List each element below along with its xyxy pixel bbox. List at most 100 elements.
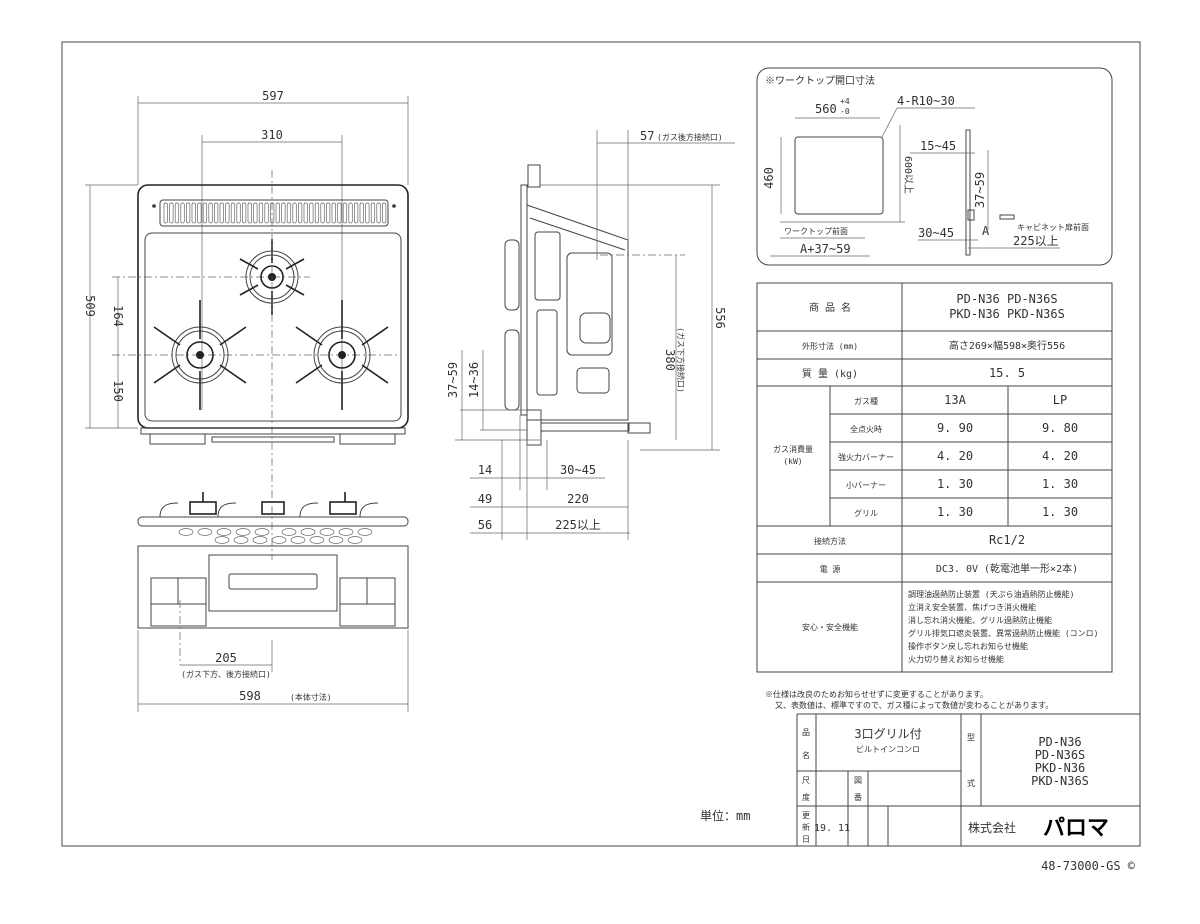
- dim-56: 56: [478, 518, 492, 532]
- dim-220: 220: [567, 492, 589, 506]
- cabinet-front: キャビネット扉前面: [1017, 222, 1089, 232]
- burner-front-right: [295, 300, 389, 410]
- exhaust-vent: [159, 199, 389, 227]
- table-row: グリル 1. 30 1. 30: [854, 505, 1078, 519]
- svg-text:9. 80: 9. 80: [1042, 421, 1078, 435]
- table-row: 強火力バーナー 4. 20 4. 20: [838, 449, 1078, 463]
- svg-text:図: 図: [854, 776, 862, 785]
- cutout-depth: 460: [762, 167, 776, 189]
- svg-text:型: 型: [967, 733, 975, 742]
- svg-text:火力切り替えお知らせ機能: 火力切り替えお知らせ機能: [908, 654, 1004, 664]
- cutout-dimensions: ※ワークトップ開口寸法 560 +4 -0 4-R10~30 460 600以上…: [756, 67, 1113, 266]
- worktop-section: [527, 164, 541, 188]
- safety-label: 安心・安全機能: [802, 622, 858, 632]
- cutout-225: 225以上: [1013, 234, 1059, 248]
- dim-14-36: 14~36: [467, 362, 481, 398]
- svg-text:式: 式: [967, 778, 975, 788]
- top-view: 597 310 509 164 150: [83, 89, 409, 560]
- svg-text:PKD-N36S: PKD-N36S: [1031, 774, 1089, 788]
- svg-text:1. 30: 1. 30: [937, 505, 973, 519]
- dim-164: 164: [111, 305, 125, 327]
- svg-text:PD-N36: PD-N36: [1038, 735, 1081, 749]
- cutout-600: 600以上: [902, 156, 914, 194]
- gas-type-label: ガス種: [854, 396, 878, 406]
- svg-text:品: 品: [802, 728, 810, 737]
- svg-text:更: 更: [802, 811, 810, 820]
- dim-310: 310: [261, 128, 283, 142]
- dim-49: 49: [478, 492, 492, 506]
- grill-door: [208, 554, 338, 612]
- model-list: PD-N36 PD-N36S PKD-N36 PKD-N36S: [1031, 735, 1089, 788]
- dim-597: 597: [262, 89, 284, 103]
- svg-text:グリル: グリル: [854, 508, 878, 518]
- power-label: 電 源: [820, 565, 841, 574]
- burner-front-left: [153, 300, 247, 410]
- svg-text:小バーナー: 小バーナー: [846, 481, 886, 490]
- svg-text:グリル排気口遮炎装置、異常過熱防止機能 (コンロ): グリル排気口遮炎装置、異常過熱防止機能 (コンロ): [908, 628, 1098, 638]
- svg-text:4. 20: 4. 20: [1042, 449, 1078, 463]
- svg-text:新: 新: [802, 822, 810, 832]
- svg-text:1. 30: 1. 30: [1042, 505, 1078, 519]
- body-width-note: (本体寸法): [290, 692, 332, 702]
- unit-label: 単位：mm: [700, 808, 750, 823]
- svg-text:1. 30: 1. 30: [937, 477, 973, 491]
- document-code: 48-73000-GS ©: [1041, 859, 1136, 873]
- width-tol-plus: +4: [840, 97, 850, 106]
- vent-slots: [163, 202, 387, 224]
- dim-598: 598: [239, 689, 261, 703]
- svg-text:4. 20: 4. 20: [937, 449, 973, 463]
- dim-37-59: 37~59: [446, 362, 460, 398]
- mass-label: 質 量 (kg): [802, 367, 858, 380]
- dim-14: 14: [478, 463, 492, 477]
- cutout-15-45: 15~45: [920, 139, 956, 153]
- dim-57: 57: [640, 129, 654, 143]
- svg-text:日: 日: [802, 835, 810, 844]
- note-1: ※仕様は改良のためお知らせせずに変更することがあります。: [765, 689, 988, 699]
- cutout-opening: [794, 136, 884, 215]
- paloma-logo: パロマ: [1043, 816, 1109, 841]
- table-row: 小バーナー 1. 30 1. 30: [846, 477, 1078, 491]
- svg-text:PKD-N36: PKD-N36: [1035, 761, 1086, 775]
- gas-type-lp: LP: [1053, 393, 1067, 407]
- svg-text:度: 度: [802, 792, 810, 802]
- bottom-inlet-note: (ガス下方接続口): [676, 327, 686, 393]
- product-name-2: PKD-N36 PKD-N36S: [949, 307, 1065, 321]
- dimensions-value: 高さ269×幅598×奥行556: [949, 339, 1065, 352]
- svg-text:名: 名: [802, 750, 810, 760]
- worktop-front: ワークトップ前面: [784, 226, 848, 236]
- width-tol-minus: -0: [840, 107, 850, 116]
- svg-text:9. 90: 9. 90: [937, 421, 973, 435]
- svg-text:立消え安全装置、焦げつき消火機能: 立消え安全装置、焦げつき消火機能: [908, 602, 1036, 612]
- gas-consumption-unit: (kW): [783, 457, 802, 466]
- connection-label: 接続方法: [814, 536, 846, 546]
- svg-text:調理油過熱防止装置 (天ぷら油過熱防止機能): 調理油過熱防止装置 (天ぷら油過熱防止機能): [908, 589, 1074, 599]
- svg-text:強火力バーナー: 強火力バーナー: [838, 452, 894, 462]
- connection-value: Rc1/2: [989, 533, 1025, 547]
- mass-value: 15. 5: [989, 366, 1025, 380]
- spec-table: 商 品 名 PD-N36 PD-N36S PKD-N36 PKD-N36S 外形…: [756, 282, 1113, 673]
- dim-150: 150: [111, 380, 125, 402]
- revised-date: 19. 11: [814, 823, 850, 834]
- dim-556: 556: [713, 307, 727, 329]
- gas-consumption-label: ガス消費量: [773, 444, 813, 454]
- front-body: [137, 545, 409, 629]
- side-view: 57 (ガス後方接続口) 556 380 (ガス下方接続口) 37~59 14~…: [446, 129, 735, 540]
- vent-holes: [178, 528, 373, 544]
- cutout-width: 560: [815, 102, 837, 116]
- svg-text:1. 30: 1. 30: [1042, 477, 1078, 491]
- cutout-radius: 4-R10~30: [897, 94, 955, 108]
- svg-text:尺: 尺: [802, 776, 810, 785]
- dim-225: 225以上: [555, 518, 601, 532]
- a-offset: A+37~59: [800, 242, 851, 256]
- cutout-title: ※ワークトップ開口寸法: [765, 74, 875, 87]
- dim-30-45: 30~45: [560, 463, 596, 477]
- cutout-30-45: 30~45: [918, 226, 954, 240]
- rear-inlet-note: (ガス後方接続口): [657, 132, 723, 142]
- svg-text:消し忘れ消火機能、グリル過熱防止機能: 消し忘れ消火機能、グリル過熱防止機能: [908, 615, 1052, 625]
- note-2: 又、表数値は、標準ですので、ガス種によって数値が変わることがあります。: [775, 700, 1053, 710]
- svg-text:操作ボタン戻し忘れお知らせ機能: 操作ボタン戻し忘れお知らせ機能: [908, 641, 1028, 651]
- dimensions-label: 外形寸法 (mm): [802, 341, 858, 351]
- company-name: 株式会社: [968, 820, 1016, 835]
- product-name-1: PD-N36 PD-N36S: [956, 292, 1057, 306]
